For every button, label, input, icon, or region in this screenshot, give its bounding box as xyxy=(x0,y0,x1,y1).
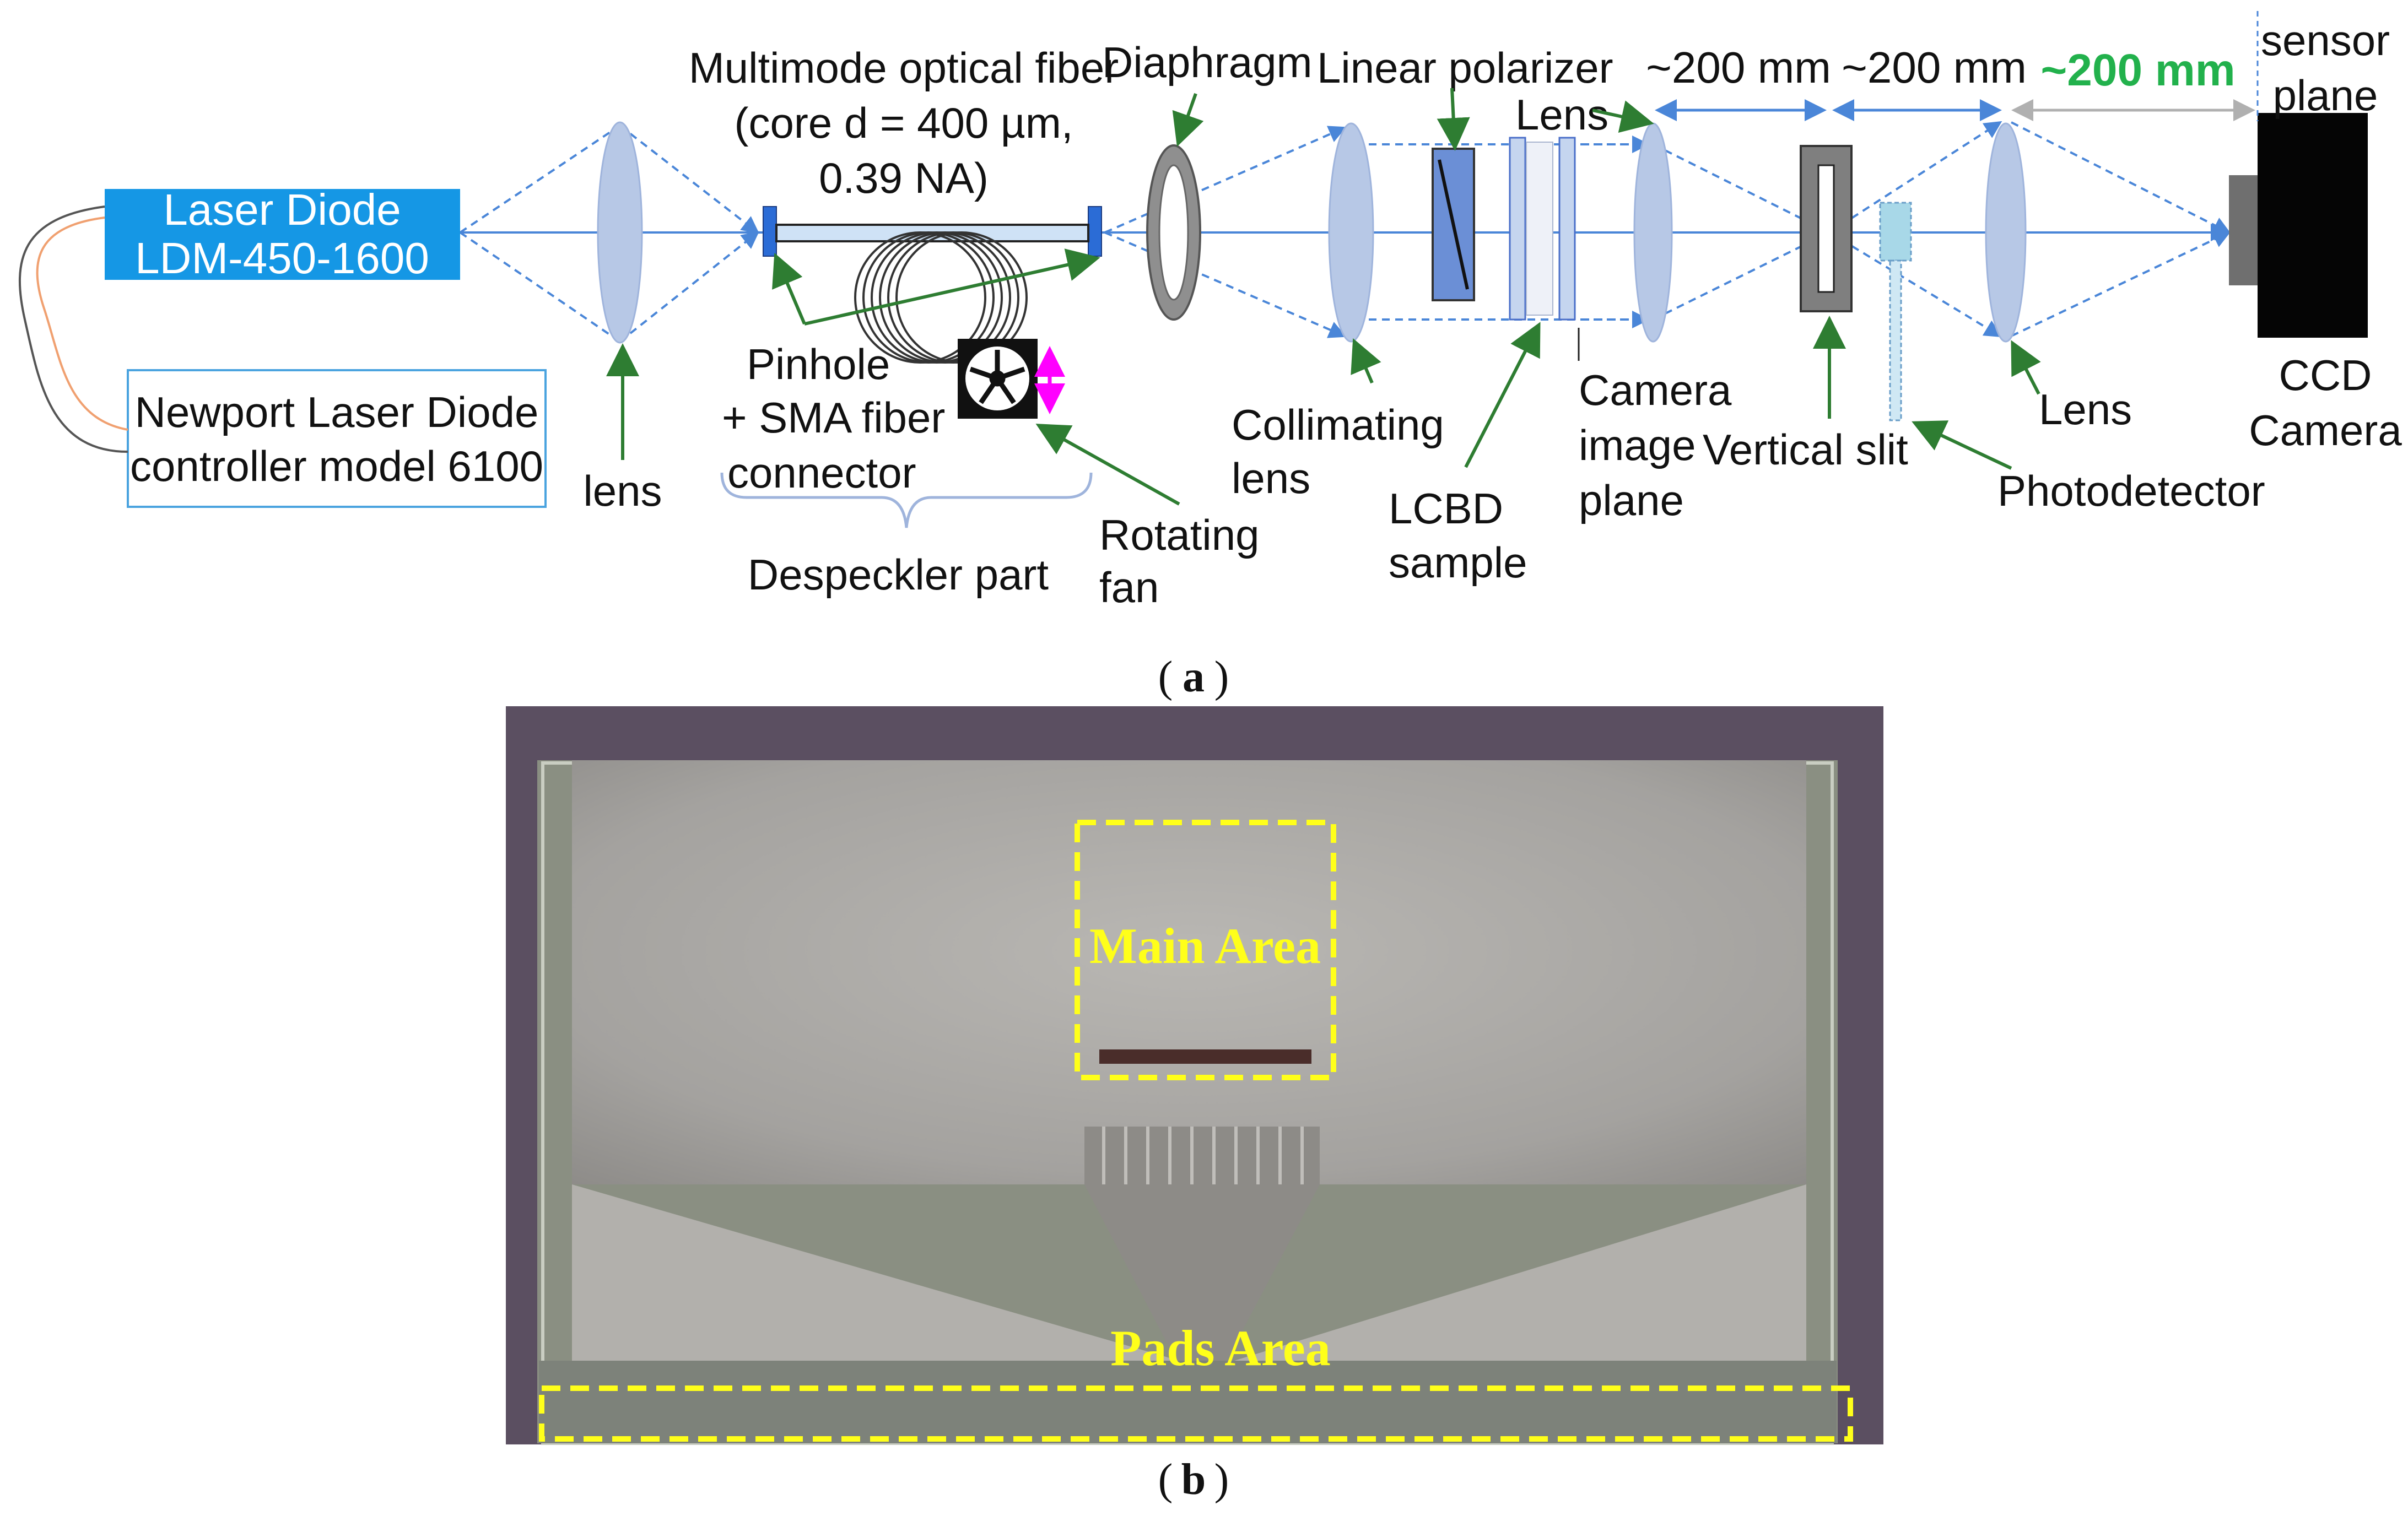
lens-left-label: lens xyxy=(583,467,662,515)
lens-right-arrow xyxy=(2011,340,2041,395)
camera-plane-label-1: Camera xyxy=(1579,366,1732,414)
laser-diode-box xyxy=(105,189,460,280)
main-area-label: Main Area xyxy=(1089,918,1321,974)
camera-plane-label-3: plane xyxy=(1579,476,1684,524)
svg-text:b: b xyxy=(1181,1455,1206,1504)
photo-lower-left-electrode xyxy=(572,1184,1179,1361)
ccd-camera-body xyxy=(2258,113,2368,338)
pinhole-arrow-left xyxy=(772,252,806,325)
collimating-lens xyxy=(1328,122,1374,343)
dimension-label-1: ~200 mm xyxy=(1646,43,1831,92)
fiber-assembly xyxy=(763,206,1102,419)
photodetector xyxy=(1879,202,1912,262)
lcbd-sample-core xyxy=(1526,142,1553,316)
sensor-plane-label-1: sensor xyxy=(2261,16,2390,64)
sample-label-1: LCBD xyxy=(1389,484,1503,533)
pads-area-label: Pads Area xyxy=(1110,1320,1331,1376)
pinhole-label-1: Pinhole xyxy=(747,340,890,388)
svg-text:): ) xyxy=(1214,653,1229,701)
fiber-output-connector xyxy=(1088,206,1102,257)
controller-box xyxy=(127,369,547,508)
fiber-input-connector xyxy=(763,206,777,257)
controller-cable-gray xyxy=(18,205,128,453)
photo-lower-right-electrode xyxy=(1234,1184,1806,1361)
panel-a-diagram: Laser Diode LDM-450-1600 Newport Laser D… xyxy=(18,11,2402,611)
caption-b: ( b ) xyxy=(1158,1455,1229,1504)
lens-top-label: Lens xyxy=(1515,90,1608,139)
controller-cable-orange xyxy=(36,216,128,431)
main-area-highlight xyxy=(1075,820,1336,1080)
fan-arrow xyxy=(1035,424,1180,506)
photo-trace-lines xyxy=(1102,1127,1304,1184)
pinhole-arrow-right xyxy=(804,248,1100,326)
photo-active-pixel xyxy=(1099,1049,1311,1064)
photo-pads-strip xyxy=(539,1361,1837,1443)
pads-area-highlight xyxy=(539,1385,1853,1442)
caption-a: ( a ) xyxy=(1158,653,1229,701)
svg-text:(: ( xyxy=(1158,1455,1173,1504)
fiber-label-2: (core d = 400 µm, xyxy=(734,99,1073,147)
pinhole-label-3: connector xyxy=(727,448,916,497)
focusing-lens-left xyxy=(597,121,643,344)
fan-label-1: Rotating xyxy=(1099,511,1260,559)
sensor-plane-label-2: plane xyxy=(2273,71,2378,120)
ccd-camera-label-2: Camera xyxy=(2249,406,2402,454)
diaphragm-label: Diaphragm xyxy=(1102,38,1313,86)
collimating-lens-label-2: lens xyxy=(1232,454,1310,502)
ccd-camera-label-1: CCD xyxy=(2279,351,2372,399)
svg-text:a: a xyxy=(1183,653,1205,701)
svg-text:): ) xyxy=(1214,1455,1229,1504)
photodetector-label: Photodetector xyxy=(1997,467,2265,515)
despeckler-label: Despeckler part xyxy=(748,550,1049,599)
dimension-label-2: ~200 mm xyxy=(1842,43,2027,92)
fiber-label-3: 0.39 NA) xyxy=(819,154,989,202)
despeckler-brace xyxy=(720,472,1093,528)
laser-diode-label-2: LDM-450-1600 xyxy=(135,234,429,283)
ccd-sensor xyxy=(2229,175,2258,285)
polarizer-arrow xyxy=(1437,88,1470,151)
collimating-lens-arrow xyxy=(1351,338,1381,384)
sample-arrow xyxy=(1464,322,1541,468)
photodetector-stem xyxy=(1889,259,1902,421)
lcbd-sample-plate-2 xyxy=(1558,137,1576,321)
photo-fan-out-traces xyxy=(1084,1127,1320,1372)
collimating-lens-label-1: Collimating xyxy=(1232,400,1444,449)
slit-label: Vertical slit xyxy=(1703,425,1908,474)
photo-electrode-area xyxy=(572,760,1806,1184)
sample-label-2: sample xyxy=(1389,538,1527,587)
photodetector-arrow xyxy=(1912,420,2012,470)
diaphragm-arrow xyxy=(1172,93,1204,147)
beam-rays xyxy=(459,121,2231,343)
panel-b-photo: Main Area Pads Area xyxy=(506,706,1883,1445)
laser-diode-label-1: Laser Diode xyxy=(163,185,401,234)
fiber-coil xyxy=(854,231,1028,364)
controller-label-1: Newport Laser Diode xyxy=(135,388,539,436)
lcbd-sample-plate-1 xyxy=(1509,137,1526,321)
lens-top-arrow xyxy=(1592,100,1654,133)
fan-label-2: fan xyxy=(1099,563,1159,611)
camera-plane-label-2: image xyxy=(1579,421,1696,469)
lens-right-label: Lens xyxy=(2039,385,2132,434)
imaging-lens xyxy=(1633,122,1673,343)
focusing-lens-right xyxy=(1985,122,2027,343)
fan-icon xyxy=(969,350,1025,404)
fiber-label-1: Multimode optical fiber xyxy=(689,44,1119,92)
dimension-label-3: ~200 mm xyxy=(2040,45,2235,95)
pinhole-label-2: + SMA fiber xyxy=(722,393,945,442)
polarizer-label: Linear polarizer xyxy=(1317,44,1613,92)
controller-label-2: controller model 6100 xyxy=(130,442,543,490)
svg-text:(: ( xyxy=(1158,653,1173,701)
